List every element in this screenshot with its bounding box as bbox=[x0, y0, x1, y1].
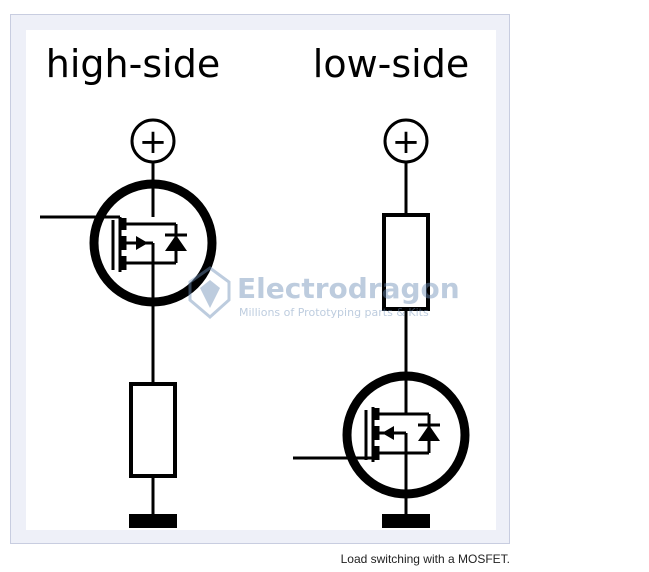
figure-canvas: high-side + bbox=[26, 30, 496, 530]
high-side-ground-symbol bbox=[129, 514, 177, 528]
high-side-plus-label: + bbox=[139, 122, 168, 162]
dragon-logo-icon bbox=[188, 266, 231, 319]
low-side-plus-label: + bbox=[392, 122, 421, 162]
high-side-supply-symbol: + bbox=[130, 118, 176, 164]
figure-frame: high-side + bbox=[10, 14, 510, 544]
low-side-ground-symbol bbox=[382, 514, 430, 528]
high-side-load-resistor bbox=[129, 382, 177, 478]
low-side-mosfet-symbol bbox=[342, 371, 470, 499]
high-side-title: high-side bbox=[46, 42, 220, 86]
watermark-tagline: Millions of Prototyping parts & Kits bbox=[239, 306, 429, 319]
electrodragon-watermark: Electrodragon Millions of Prototyping pa… bbox=[188, 266, 460, 319]
figure-caption: Load switching with a MOSFET. bbox=[340, 552, 510, 566]
low-side-supply-symbol: + bbox=[383, 118, 429, 164]
low-side-title: low-side bbox=[313, 42, 469, 86]
watermark-brand: Electrodragon bbox=[237, 272, 460, 305]
mosfet-switching-diagram: high-side + bbox=[40, 42, 470, 528]
